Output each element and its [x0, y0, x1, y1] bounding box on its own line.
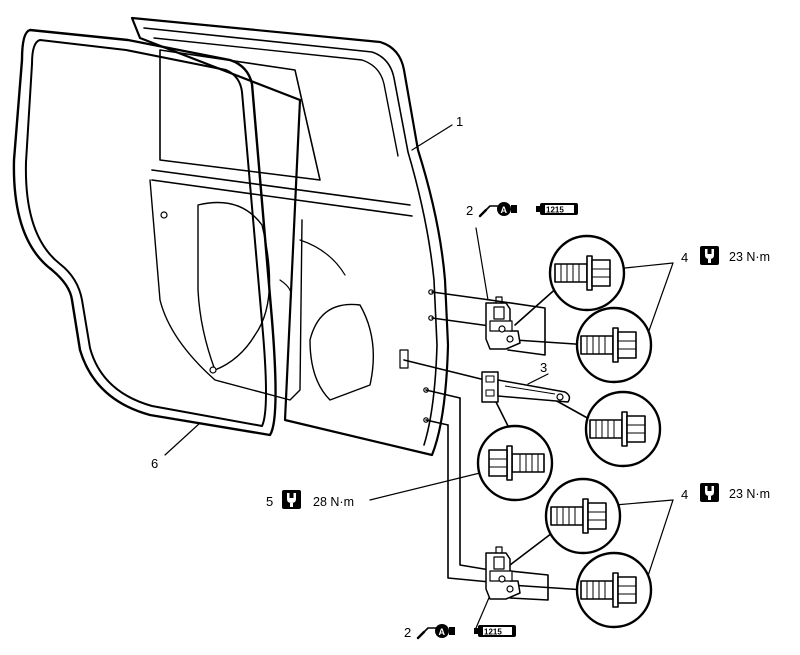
- bolt-detail-lower-1: [544, 477, 622, 555]
- callout-4-lower: 4: [681, 487, 688, 502]
- svg-text:A: A: [501, 205, 508, 215]
- torque-value-lower: 23 N·m: [729, 487, 770, 501]
- door-weatherstrip: [12, 28, 277, 437]
- svg-text:A: A: [439, 627, 446, 637]
- callout-4-upper: 4: [681, 250, 688, 265]
- bolt-detail-upper-2: [575, 306, 653, 384]
- upper-hinge-callout: 2 A 1215: [466, 202, 578, 218]
- callout-5: 5: [266, 494, 273, 509]
- torque-wrench-icon: [700, 483, 719, 502]
- upper-bolt-torque-callout: 4 23 N·m: [681, 246, 770, 265]
- check-bolt-torque-callout: 5 28 N·m: [266, 490, 354, 509]
- callout-2-upper: 2: [466, 203, 473, 218]
- callout-2-lower: 2: [404, 625, 411, 640]
- callout-3: 3: [540, 360, 547, 375]
- bolt-detail-check-1: [584, 390, 662, 468]
- callout-1: 1: [456, 114, 463, 129]
- torque-wrench-icon: [282, 490, 301, 509]
- upper-hinge: [485, 296, 521, 350]
- bolt-detail-lower-2: [575, 551, 653, 629]
- lower-bolt-torque-callout: 4 23 N·m: [681, 483, 770, 502]
- sealant-tube-icon: 1215: [474, 625, 516, 637]
- svg-text:1215: 1215: [484, 628, 502, 637]
- torque-value-upper: 23 N·m: [729, 250, 770, 264]
- door-check-link: [481, 371, 571, 403]
- lower-hinge-callout: 2 A 1215: [404, 624, 516, 640]
- torque-wrench-icon: [700, 246, 719, 265]
- torque-value-check: 28 N·m: [313, 495, 354, 509]
- bolt-detail-upper-1: [548, 234, 626, 312]
- sealant-tube-icon: 1215: [536, 203, 578, 215]
- grease-gun-icon: A: [416, 624, 455, 640]
- leader-lines: [164, 124, 674, 629]
- grease-gun-icon: A: [478, 202, 517, 218]
- door-outer-panel: [130, 16, 450, 457]
- callout-6: 6: [151, 456, 158, 471]
- rear-door-assembly: [12, 16, 450, 457]
- lower-hinge: [485, 546, 521, 600]
- svg-text:1215: 1215: [546, 206, 564, 215]
- bolt-detail-check-2: [476, 424, 554, 502]
